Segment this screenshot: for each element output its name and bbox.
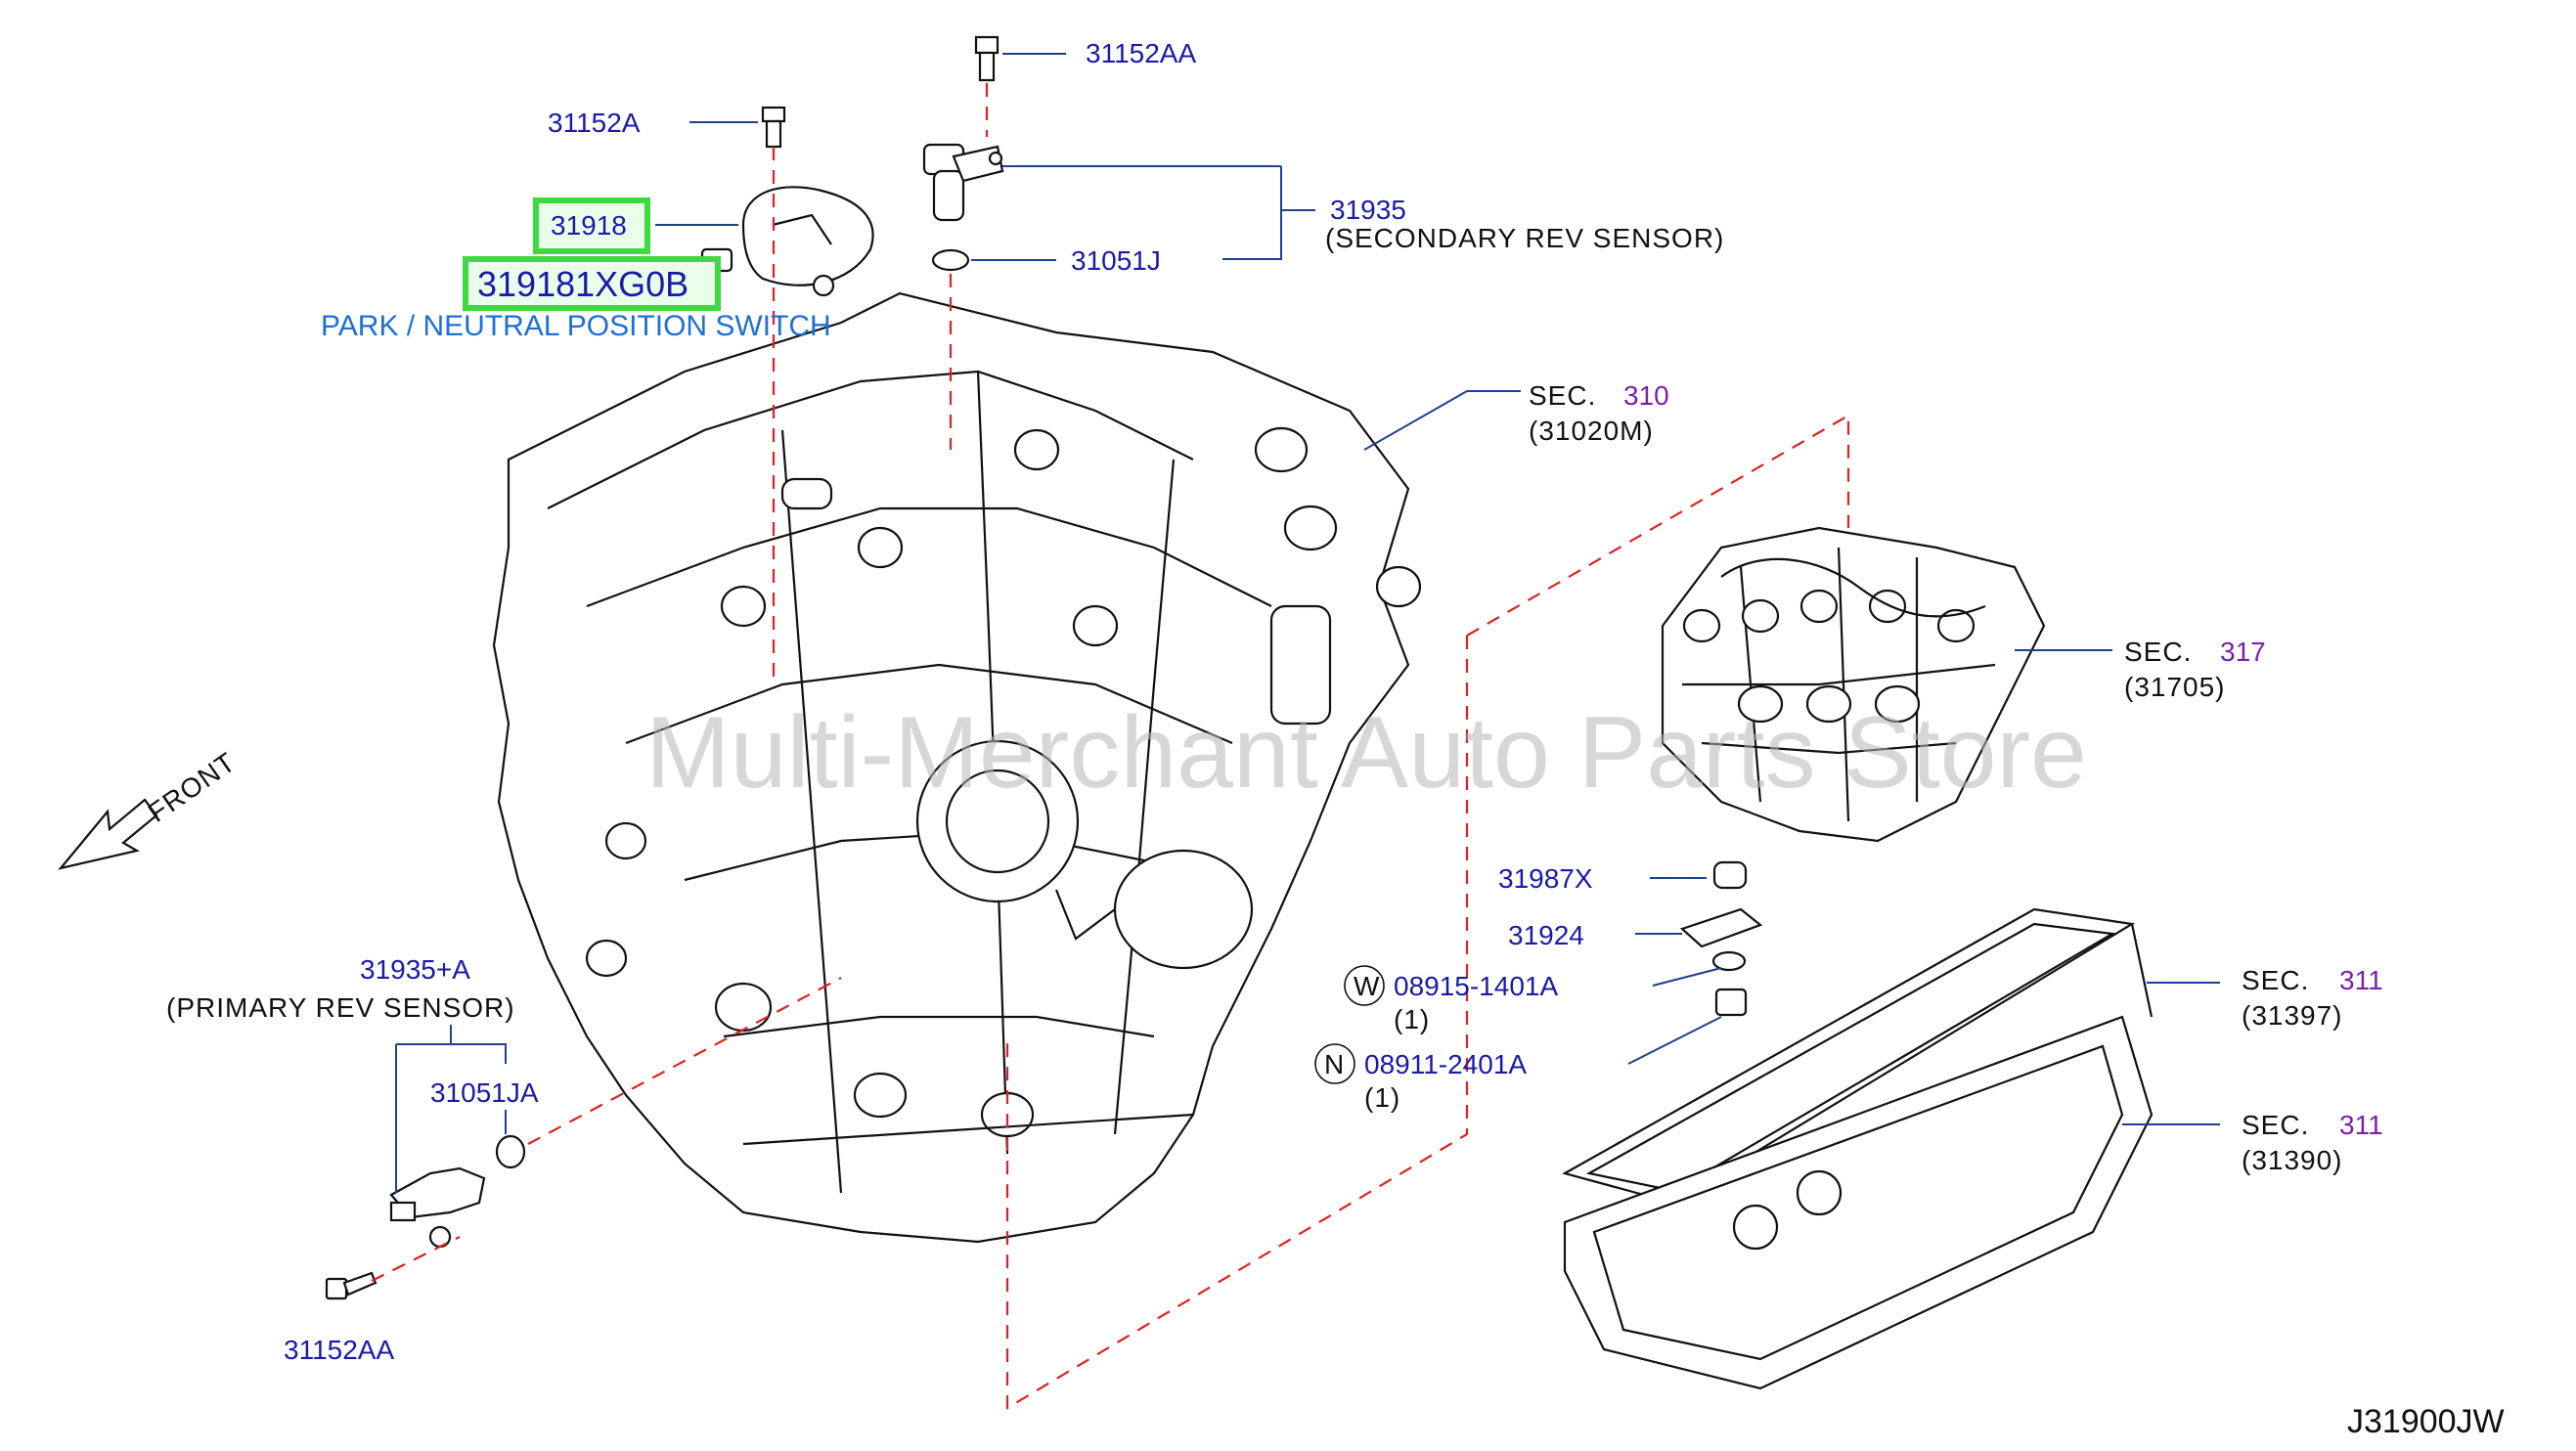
primary-sensor-desc: (PRIMARY REV SENSOR) <box>166 992 515 1023</box>
label-switch[interactable]: 31918 <box>551 210 627 241</box>
label-plate[interactable]: 31924 <box>1508 920 1584 950</box>
sec-case-number[interactable]: 310 <box>1623 380 1669 411</box>
nut-mark-circle <box>1314 1043 1355 1084</box>
front-label: FRONT <box>143 746 242 828</box>
diagram-code: J31900JW <box>2347 1403 2505 1440</box>
valve-body-illustration <box>1661 526 2046 843</box>
sec-gasket-label: SEC. <box>2242 965 2309 995</box>
sec-gasket-number[interactable]: 311 <box>2339 965 2383 995</box>
transmission-case-illustration <box>492 291 1422 1244</box>
label-switch-highlight[interactable]: 319181XG0B <box>477 264 688 304</box>
sec-case-sub: (31020M) <box>1529 416 1654 446</box>
switch-caption: PARK / NEUTRAL POSITION SWITCH <box>321 310 831 342</box>
label-bolt-top[interactable]: 31152AA <box>1086 38 1196 68</box>
sec-valve-number[interactable]: 317 <box>2220 637 2266 667</box>
label-secondary-sensor[interactable]: 31935 <box>1330 195 1406 225</box>
label-bolt-switch[interactable]: 31152A <box>548 108 641 138</box>
label-nut[interactable]: 08911-2401A <box>1364 1049 1527 1079</box>
sec-pan-number[interactable]: 311 <box>2339 1110 2383 1140</box>
label-primary-sensor[interactable]: 31935+A <box>360 954 470 985</box>
label-seal[interactable]: 31987X <box>1498 863 1593 894</box>
sec-case-label: SEC. <box>1529 380 1596 411</box>
label-bolt-bottom[interactable]: 31152AA <box>284 1335 394 1365</box>
label-oring-primary[interactable]: 31051JA <box>430 1077 539 1108</box>
sec-valve-label: SEC. <box>2124 637 2192 667</box>
sec-pan-label: SEC. <box>2242 1110 2309 1140</box>
hardware-illustration <box>58 35 1763 1300</box>
sec-gasket-sub: (31397) <box>2242 1000 2343 1031</box>
secondary-sensor-desc: (SECONDARY REV SENSOR) <box>1325 223 1724 253</box>
oil-pan-illustration <box>1562 907 2154 1390</box>
nut-qty: (1) <box>1364 1082 1400 1113</box>
washer-qty: (1) <box>1394 1004 1430 1034</box>
nut-mark: N <box>1324 1049 1345 1079</box>
highlight-switch-part <box>533 198 650 254</box>
label-washer[interactable]: 08915-1401A <box>1394 971 1558 1001</box>
washer-mark: W <box>1354 971 1380 1001</box>
assembly-lines <box>371 83 1850 1410</box>
sec-valve-sub: (31705) <box>2124 672 2226 702</box>
label-oring-secondary[interactable]: 31051J <box>1071 245 1161 276</box>
sec-pan-sub: (31390) <box>2242 1145 2343 1175</box>
washer-mark-circle <box>1344 965 1385 1006</box>
leader-lines <box>395 53 2220 1193</box>
watermark: Multi-Merchant Auto Parts Store <box>645 696 2087 810</box>
highlight-switch-number <box>463 256 721 311</box>
